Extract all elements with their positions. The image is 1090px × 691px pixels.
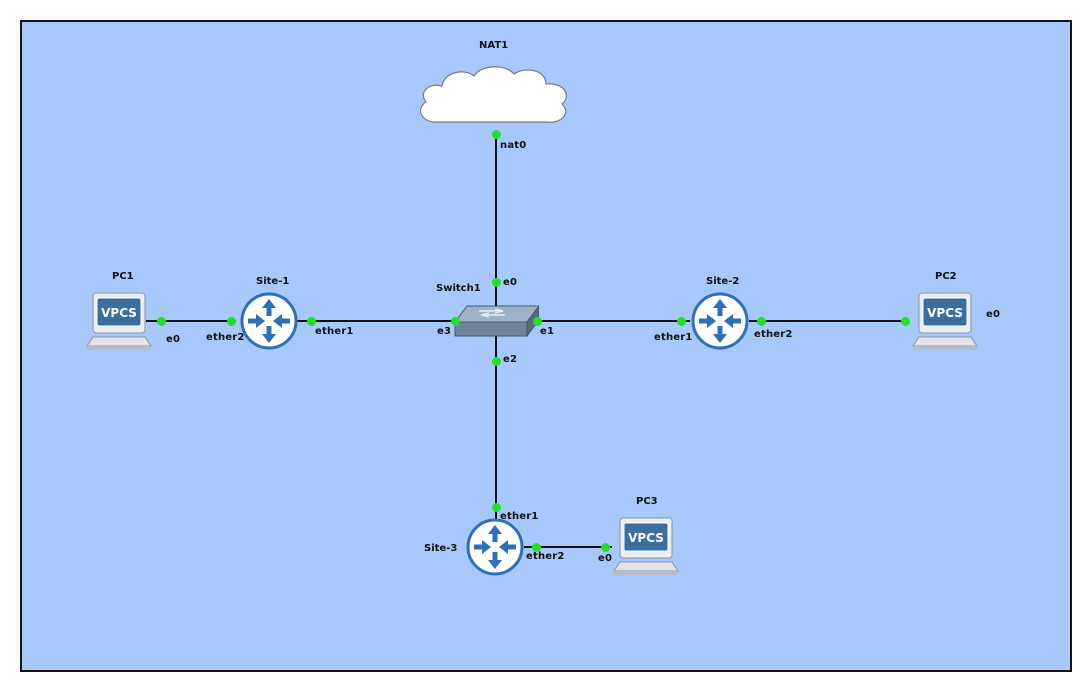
switch1-switch-icon[interactable] <box>453 304 539 338</box>
pc3-vpcs-icon[interactable]: VPCS <box>613 516 679 576</box>
site3-router-icon[interactable] <box>466 518 524 576</box>
link-switch1-site3[interactable] <box>495 334 497 520</box>
link-site1-switch1[interactable] <box>297 320 455 322</box>
port-site3-ether2[interactable] <box>532 543 541 552</box>
site2-router-icon[interactable] <box>691 292 749 350</box>
topology-canvas[interactable] <box>20 20 1072 672</box>
port-pc1-e0[interactable] <box>157 317 166 326</box>
port-site1-ether1[interactable] <box>307 317 316 326</box>
port-site1-ether2[interactable] <box>227 317 236 326</box>
nat1-cloud-icon[interactable] <box>414 62 574 128</box>
iface-label-switch1-e1: e1 <box>540 326 555 337</box>
port-pc3-e0[interactable] <box>601 543 610 552</box>
nat1-label: NAT1 <box>479 40 509 51</box>
port-switch1-e1[interactable] <box>533 317 542 326</box>
iface-label-switch1-e3: e3 <box>437 326 452 337</box>
iface-label-site3-ether2: ether2 <box>526 551 565 562</box>
iface-label-site2-ether2: ether2 <box>754 329 793 340</box>
pc1-badge: VPCS <box>101 306 137 320</box>
iface-label-switch1-e2: e2 <box>503 354 518 365</box>
iface-label-site1-ether1: ether1 <box>315 326 354 337</box>
port-site3-ether1[interactable] <box>492 503 501 512</box>
port-site2-ether2[interactable] <box>757 317 766 326</box>
iface-label-switch1-e0: e0 <box>503 277 518 288</box>
link-switch1-site2[interactable] <box>538 320 690 322</box>
iface-label-nat0: nat0 <box>500 140 527 151</box>
port-switch1-e2[interactable] <box>492 357 501 366</box>
link-pc1-site1[interactable] <box>146 320 236 322</box>
pc1-label: PC1 <box>112 271 134 282</box>
iface-label-site3-ether1: ether1 <box>500 511 539 522</box>
iface-label-pc2-e0: e0 <box>986 309 1001 320</box>
link-site2-pc2[interactable] <box>749 320 907 322</box>
port-switch1-e0[interactable] <box>492 278 501 287</box>
iface-label-site1-ether2: ether2 <box>206 332 245 343</box>
pc2-label: PC2 <box>935 271 957 282</box>
port-switch1-e3[interactable] <box>451 317 460 326</box>
iface-label-pc1-e0: e0 <box>166 334 181 345</box>
pc2-vpcs-icon[interactable]: VPCS <box>912 291 978 351</box>
site3-label: Site-3 <box>424 543 458 554</box>
site1-label: Site-1 <box>256 276 290 287</box>
pc3-label: PC3 <box>636 496 658 507</box>
port-pc2-e0[interactable] <box>901 317 910 326</box>
iface-label-pc3-e0: e0 <box>598 553 613 564</box>
port-site2-ether1[interactable] <box>677 317 686 326</box>
pc1-vpcs-icon[interactable]: VPCS <box>86 291 152 351</box>
pc2-badge: VPCS <box>927 306 963 320</box>
port-nat1-nat0[interactable] <box>492 130 501 139</box>
switch1-label: Switch1 <box>436 283 481 294</box>
pc3-badge: VPCS <box>628 531 664 545</box>
link-nat1-switch1[interactable] <box>495 134 497 312</box>
iface-label-site2-ether1: ether1 <box>654 332 693 343</box>
site2-label: Site-2 <box>706 276 740 287</box>
site1-router-icon[interactable] <box>240 292 298 350</box>
link-site3-pc3[interactable] <box>524 546 612 548</box>
